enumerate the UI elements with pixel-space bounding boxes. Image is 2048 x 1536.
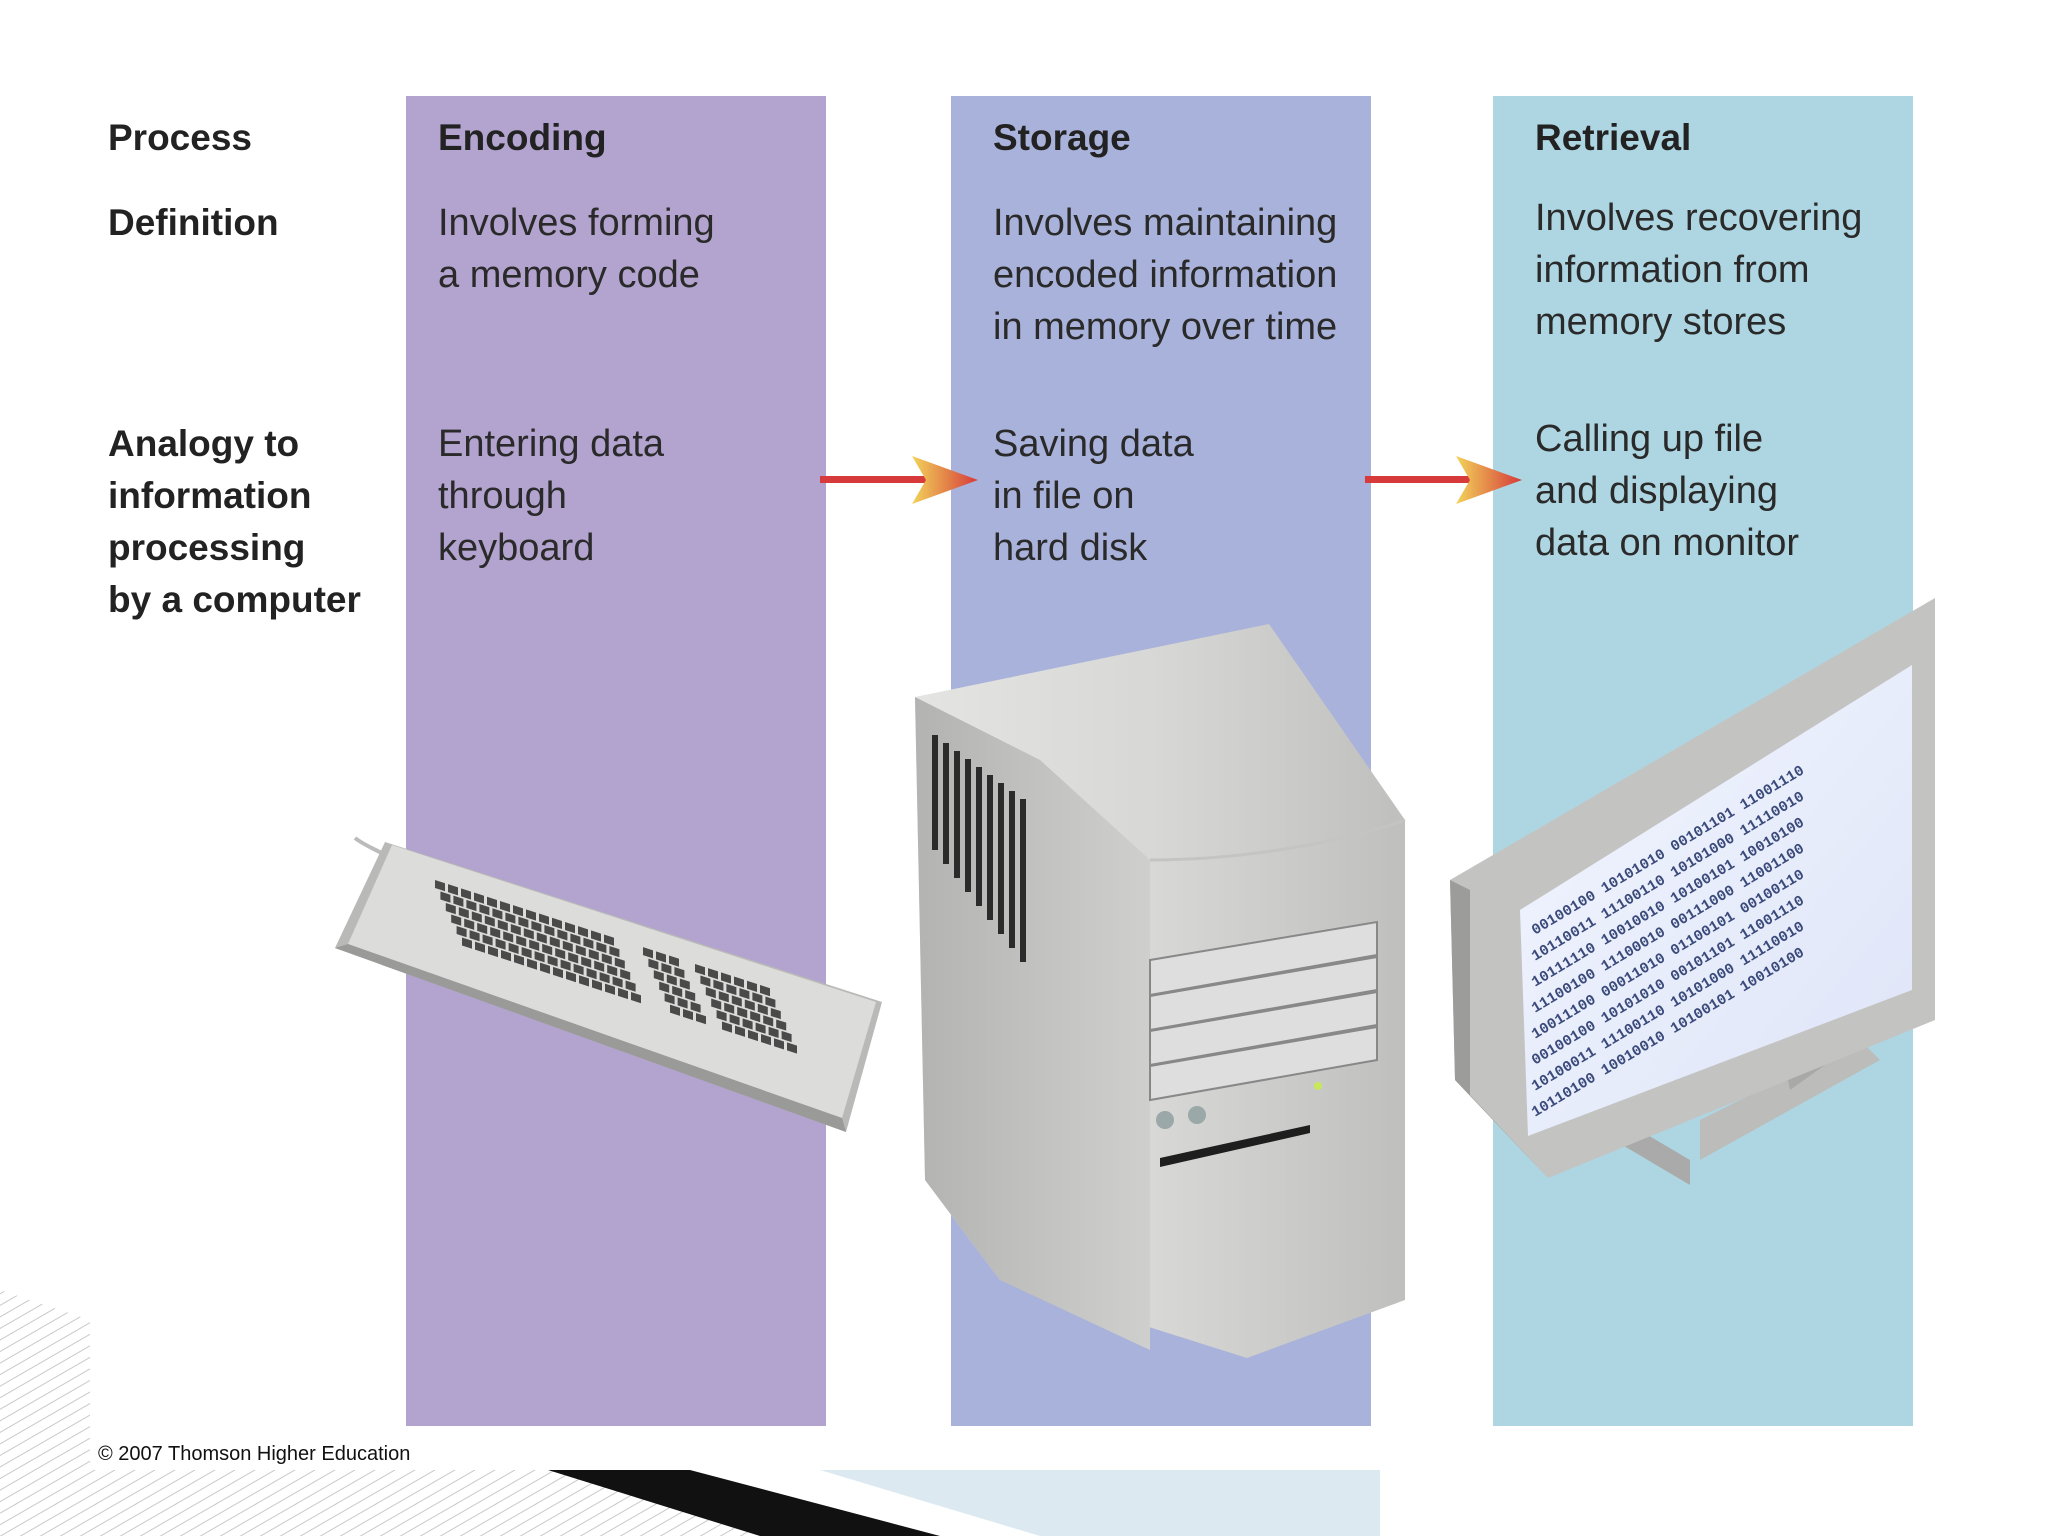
encoding-header: Encoding xyxy=(438,117,607,158)
retrieval-analogy: Calling up file and displaying data on m… xyxy=(1535,418,1800,564)
encoding-column xyxy=(406,96,826,1426)
row-label-analogy: Analogy to information processing by a c… xyxy=(108,423,361,620)
storage-analogy: Saving data in file on hard disk xyxy=(993,423,1194,569)
storage-definition: Involves maintaining encoded information… xyxy=(993,202,1338,348)
black-swoosh xyxy=(548,1470,940,1536)
copyright-footer: © 2007 Thomson Higher Education xyxy=(98,1443,411,1465)
retrieval-definition: Involves recovering information from mem… xyxy=(1535,197,1863,343)
encoding-definition: Involves forming a memory code xyxy=(438,202,715,296)
row-label-definition: Definition xyxy=(108,202,279,243)
row-label-process: Process xyxy=(108,117,252,158)
light-blue-swoosh xyxy=(820,1470,1380,1536)
encoding-analogy: Entering data through keyboard xyxy=(438,423,665,569)
storage-header: Storage xyxy=(993,117,1131,158)
hatch-decoration-left xyxy=(0,1290,90,1536)
retrieval-header: Retrieval xyxy=(1535,117,1692,158)
